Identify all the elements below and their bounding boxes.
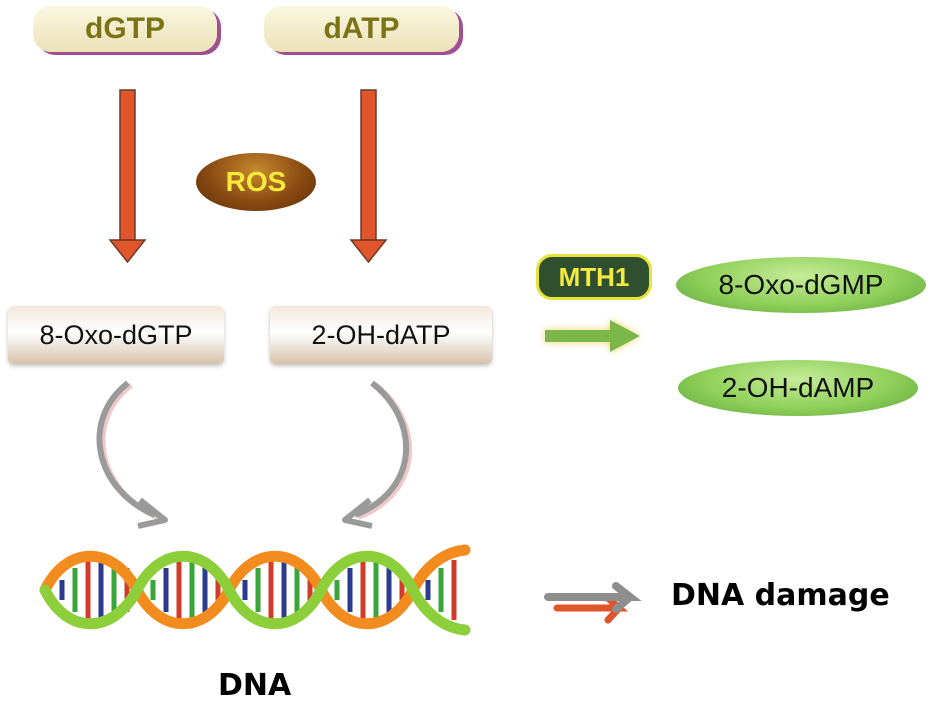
dna-damage-label: DNA damage: [671, 578, 890, 613]
node-mth1-label: MTH1: [558, 261, 630, 292]
node-2-oh-datp-label: 2-OH-dATP: [311, 319, 451, 350]
mth1-arrow: [545, 320, 640, 352]
node-2-oh-damp: 2-OH-dAMP: [678, 360, 918, 416]
curved-arrow-left: [96, 380, 168, 529]
node-8-oxo-dgtp: 8-Oxo-dGTP: [8, 306, 224, 364]
node-datp: dATP: [264, 6, 459, 52]
node-8-oxo-dgmp: 8-Oxo-dGMP: [676, 257, 926, 313]
node-datp-label: dATP: [323, 12, 400, 45]
arrow-datp-to-oh-datp: [349, 89, 388, 264]
node-dgtp-label: dGTP: [85, 12, 165, 45]
curved-arrow-right: [342, 380, 413, 529]
node-mth1: MTH1: [536, 254, 652, 300]
arrow-dgtp-to-oxo-dgtp: [108, 89, 147, 264]
node-2-oh-damp-label: 2-OH-dAMP: [721, 372, 875, 403]
node-ros-label: ROS: [225, 166, 287, 197]
dna-label: DNA: [218, 668, 292, 703]
node-8-oxo-dgmp-label: 8-Oxo-dGMP: [718, 269, 884, 300]
node-ros: ROS: [196, 153, 316, 211]
node-2-oh-datp: 2-OH-dATP: [270, 306, 492, 364]
node-8-oxo-dgtp-label: 8-Oxo-dGTP: [39, 319, 193, 350]
dna-damage-legend-arrow: [544, 582, 642, 624]
dna-helix: [39, 544, 471, 636]
node-dgtp: dGTP: [33, 6, 217, 52]
